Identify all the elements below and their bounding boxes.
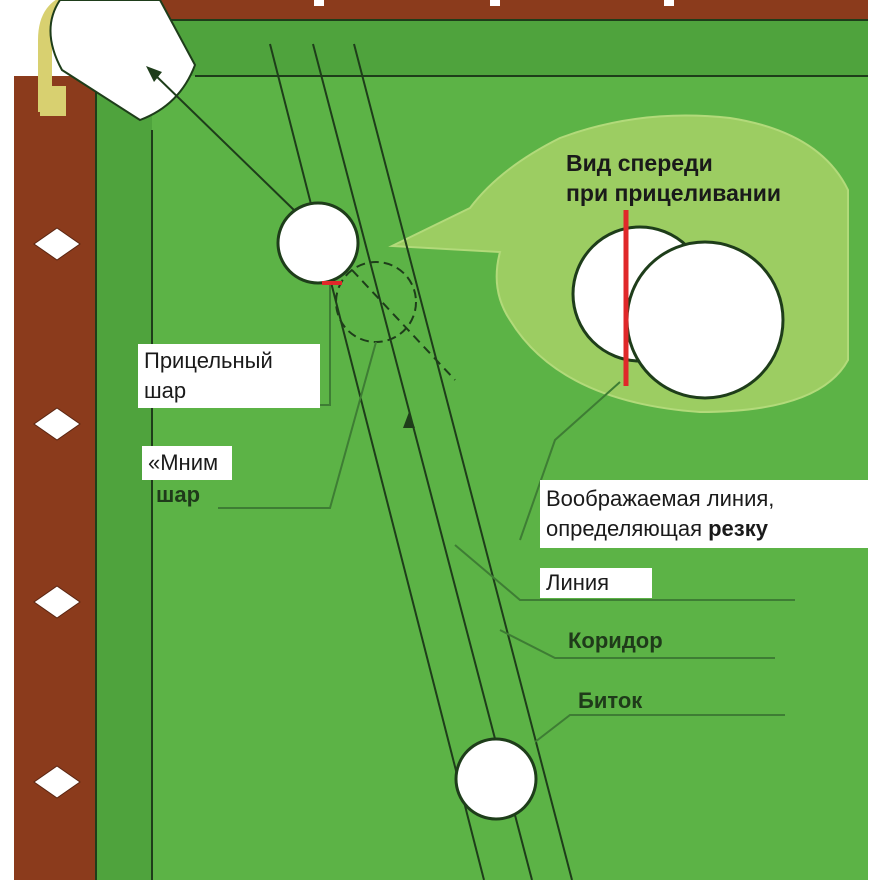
imaginary-line-label: Воображаемая линия, определяющая резку bbox=[540, 480, 880, 548]
front-view-label-line2: при прицеливании bbox=[566, 180, 782, 206]
cue-ball-label: Биток bbox=[578, 688, 642, 714]
line-label-text: Линия bbox=[546, 570, 610, 595]
pocket-arrow-head bbox=[146, 66, 162, 82]
top-diamond bbox=[664, 0, 674, 6]
pocket-arrow-line bbox=[151, 71, 297, 213]
top-rail bbox=[152, 0, 868, 20]
aim-ball-label: Прицельный шар bbox=[138, 344, 320, 408]
ghost-ball-path bbox=[351, 269, 456, 381]
aim-ball-label-line1: Прицельный bbox=[144, 348, 273, 373]
front-view-label-line1: Вид спереди bbox=[566, 150, 713, 176]
rail-diamond bbox=[33, 765, 81, 799]
ghost-ball-label: «Мним шар bbox=[142, 446, 233, 510]
corridor-leader bbox=[499, 629, 775, 659]
ghost-ball-label-line1: «Мним bbox=[142, 446, 233, 480]
rail-diamond bbox=[33, 407, 81, 441]
corridor-label-text: Коридор bbox=[568, 628, 663, 653]
imaginary-line-label-line1: Воображаемая линия, bbox=[546, 486, 775, 511]
cue-ball-label-text: Биток bbox=[578, 688, 643, 713]
cue-ball bbox=[454, 737, 538, 821]
aim-ball bbox=[276, 201, 360, 285]
ghost-ball-label-line2: шар bbox=[156, 482, 201, 507]
imaginary-line-label-line2: определяющая резку bbox=[546, 514, 880, 544]
front-view-cue-ball bbox=[625, 240, 785, 400]
top-cushion bbox=[152, 20, 868, 76]
pocket-hook-end bbox=[40, 86, 66, 116]
top-diamond bbox=[314, 0, 324, 6]
corner-pocket bbox=[49, 0, 197, 122]
direction-arrow bbox=[403, 412, 415, 428]
imaginary-line-label-word: определяющая bbox=[546, 516, 702, 541]
corridor-label: Коридор bbox=[568, 628, 663, 654]
line-label: Линия bbox=[540, 568, 652, 598]
ghost-ball-leader bbox=[218, 341, 377, 509]
cue-ball-leader bbox=[534, 714, 785, 743]
corridor-line bbox=[269, 43, 485, 880]
left-rail bbox=[14, 76, 96, 880]
imaginary-line-leader bbox=[519, 381, 621, 541]
aim-ball-label-line2: шар bbox=[144, 378, 187, 403]
line-leader bbox=[454, 544, 795, 601]
rail-diamond bbox=[33, 585, 81, 619]
front-view-label: Вид спереди при прицеливании bbox=[566, 148, 781, 208]
top-diamond bbox=[490, 0, 500, 6]
imaginary-line-label-emph: резку bbox=[708, 516, 768, 541]
rail-diamond bbox=[33, 227, 81, 261]
